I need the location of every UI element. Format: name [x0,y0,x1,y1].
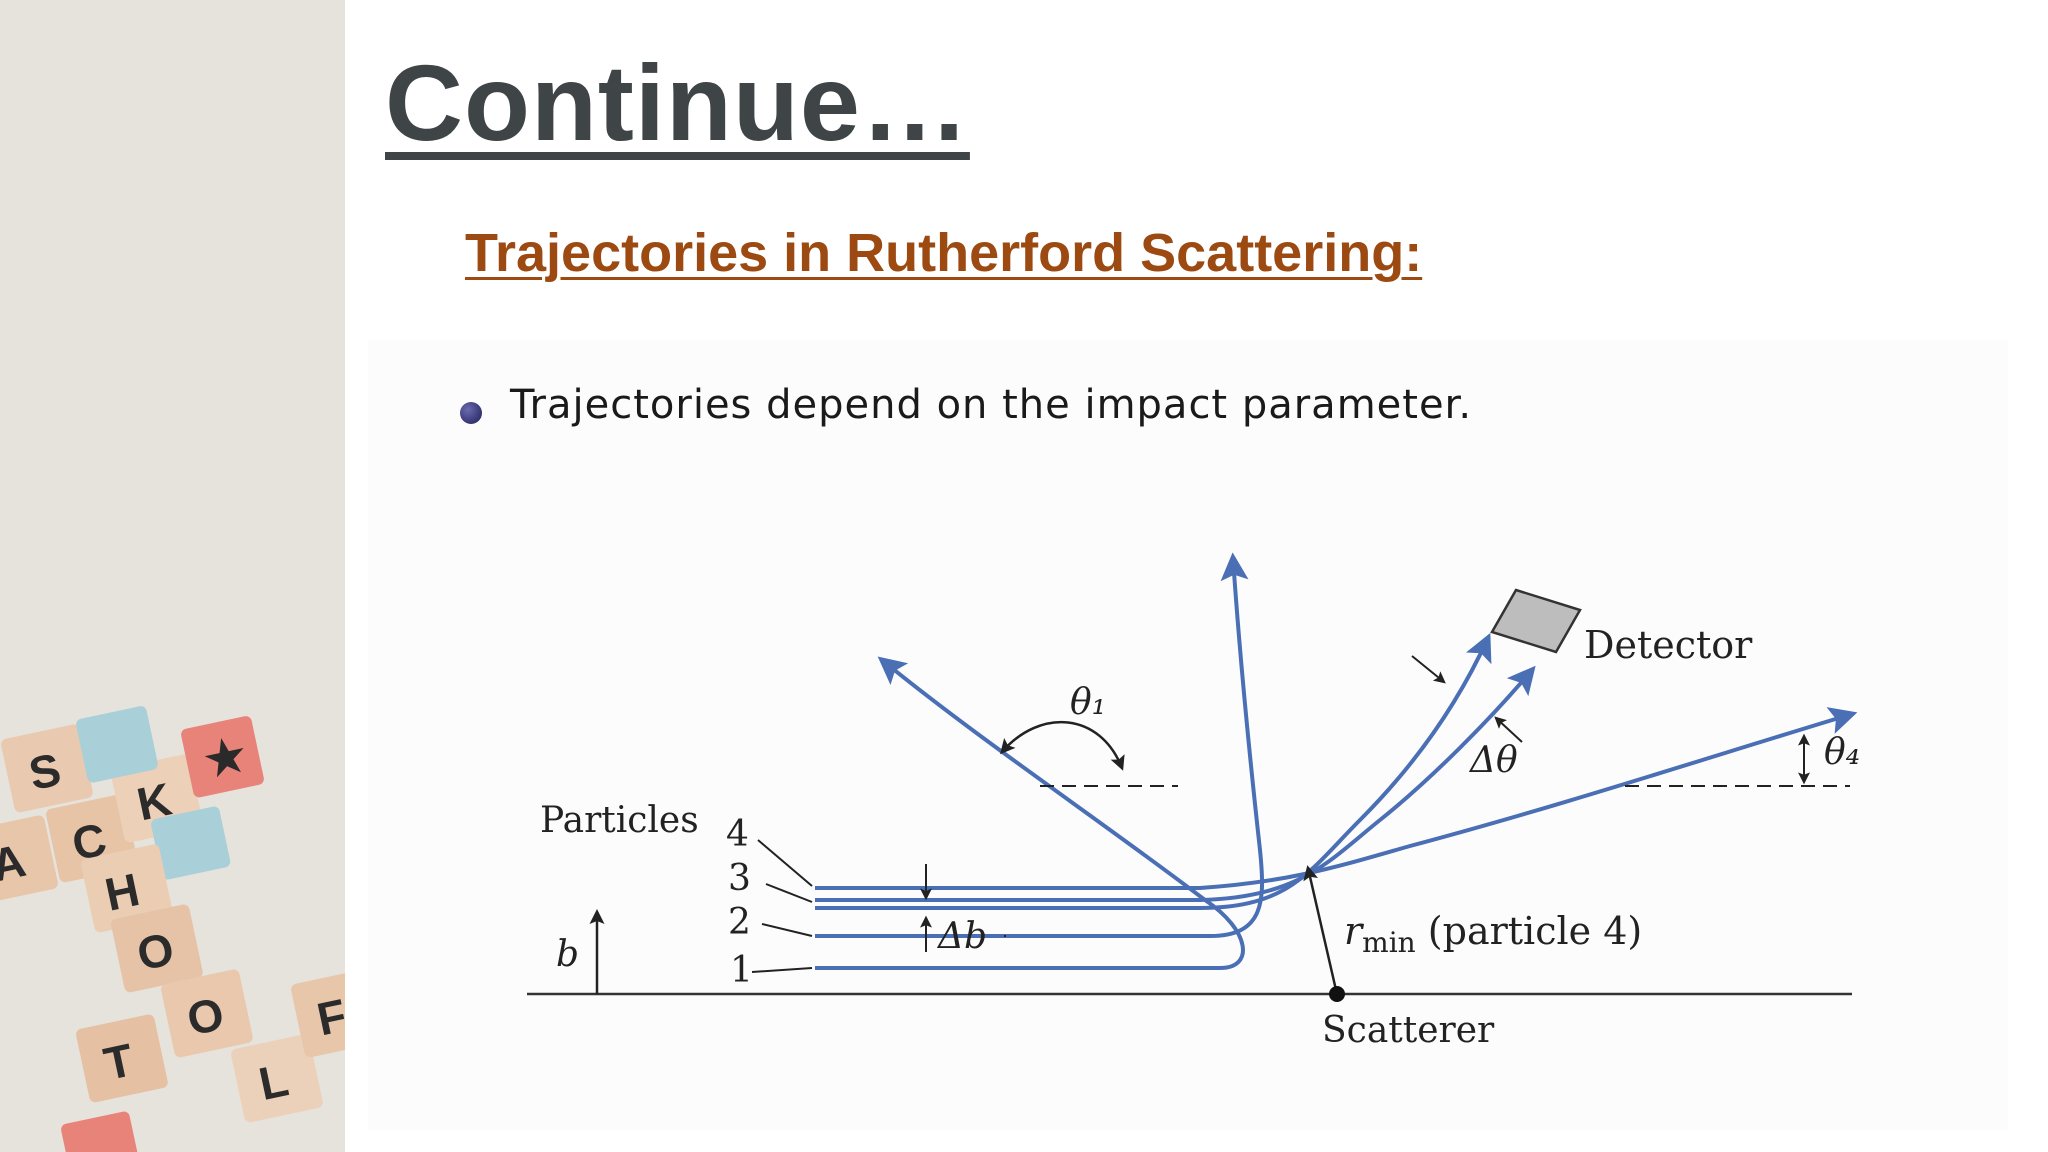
scrabble-tiles-image: S C K ★ A [0,706,345,1152]
particle-number-4: 4 [726,814,749,855]
trajectory-particle-2 [815,552,1265,938]
slide-subtitle: Trajectories in Rutherford Scattering: [465,223,1423,283]
slide-title: Continue… [385,42,970,163]
decorative-sidebar: S C K ★ A [0,0,345,1152]
trajectories [815,552,1858,970]
trajectory-particle-1 [815,656,1245,970]
delta-theta-label: Δθ [1468,740,1518,781]
rmin-label: rmin (particle 4) [1344,909,1642,959]
particles-label: Particles [540,800,699,841]
trajectory-particle-3b [815,665,1536,902]
theta1-arc [1000,720,1125,771]
delta-theta-arrow-1 [1411,655,1446,684]
trajectory-particle-4 [815,707,1858,890]
particle-number-1: 1 [730,950,753,991]
particle-number-2: 2 [728,902,751,943]
trajectory-particle-3a [815,632,1492,910]
bullet-point-icon [460,402,482,424]
particle-pointers [751,839,813,973]
particle-number-3: 3 [728,858,751,899]
detector-label: Detector [1584,623,1753,667]
figure-panel [368,340,2008,1130]
scatterer-label: Scatterer [1322,1010,1495,1051]
theta1-label: θ₁ [1070,682,1106,723]
bullet-text: Trajectories depend on the impact parame… [510,382,1473,428]
theta4-label: θ₄ [1824,732,1860,773]
scatterer-dot [1329,986,1345,1002]
detector-icon [1490,588,1582,654]
b-label: b [556,934,579,975]
delta-theta-arrow-2 [1494,716,1523,743]
rmin-arrow [1303,865,1338,991]
delta-b-label: Δb [936,916,987,957]
